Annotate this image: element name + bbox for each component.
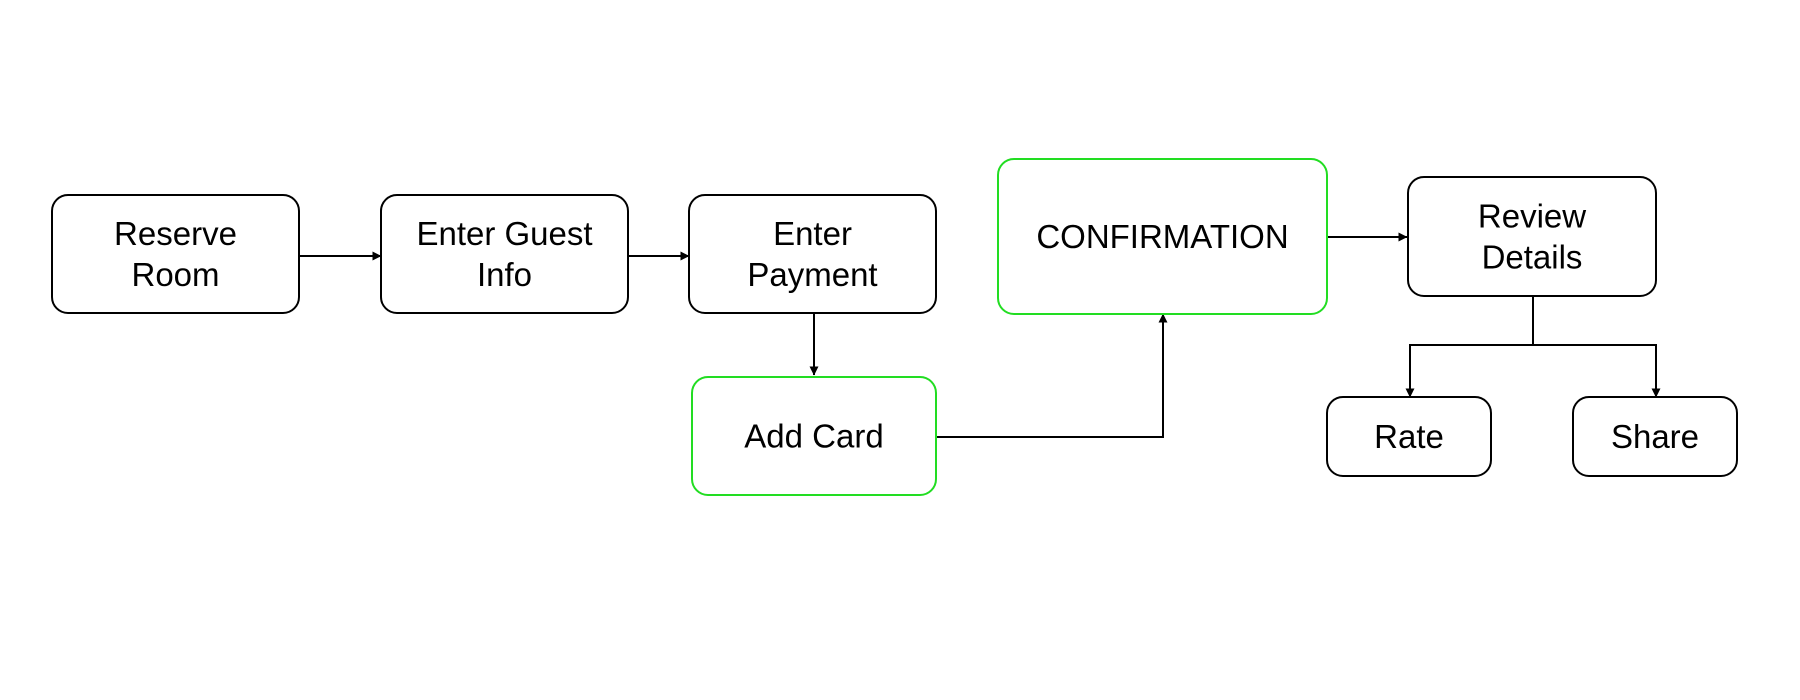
- confirmation-label-line-1: CONFIRMATION: [1036, 218, 1288, 255]
- edge-add-card-to-confirmation: [936, 313, 1168, 438]
- enter-guest-info-label-line-2: Info: [477, 256, 532, 293]
- node-confirmation[interactable]: CONFIRMATION: [997, 158, 1328, 315]
- review-details-label-line-2: Details: [1482, 239, 1583, 276]
- edges: [300, 232, 1661, 438]
- reserve-room-box: [51, 194, 300, 314]
- enter-guest-info-label-line-1: Enter Guest: [416, 215, 592, 252]
- enter-payment-box: [688, 194, 937, 314]
- confirmation-box: [997, 158, 1328, 315]
- enter-payment-label-line-1: Enter: [773, 215, 852, 252]
- reserve-room-label-line-1: Reserve: [114, 215, 237, 252]
- share-box: [1572, 396, 1738, 477]
- edge-review-details-to-rate: [1405, 297, 1534, 398]
- node-rate[interactable]: Rate: [1326, 396, 1492, 477]
- share-label-line-1: Share: [1611, 418, 1699, 455]
- enter-guest-info-box: [380, 194, 629, 314]
- rate-box: [1326, 396, 1492, 477]
- rate-label-line-1: Rate: [1374, 418, 1444, 455]
- node-share[interactable]: Share: [1572, 396, 1738, 477]
- enter-payment-label-line-2: Payment: [747, 256, 877, 293]
- review-details-label-line-1: Review: [1478, 198, 1586, 235]
- node-add-card[interactable]: Add Card: [691, 376, 937, 496]
- review-details-box: [1407, 176, 1657, 297]
- edge-review-details-to-share: [1533, 344, 1661, 398]
- add-card-box: [691, 376, 937, 496]
- reserve-room-label-line-2: Room: [131, 256, 219, 293]
- add-card-label-line-1: Add Card: [744, 418, 883, 455]
